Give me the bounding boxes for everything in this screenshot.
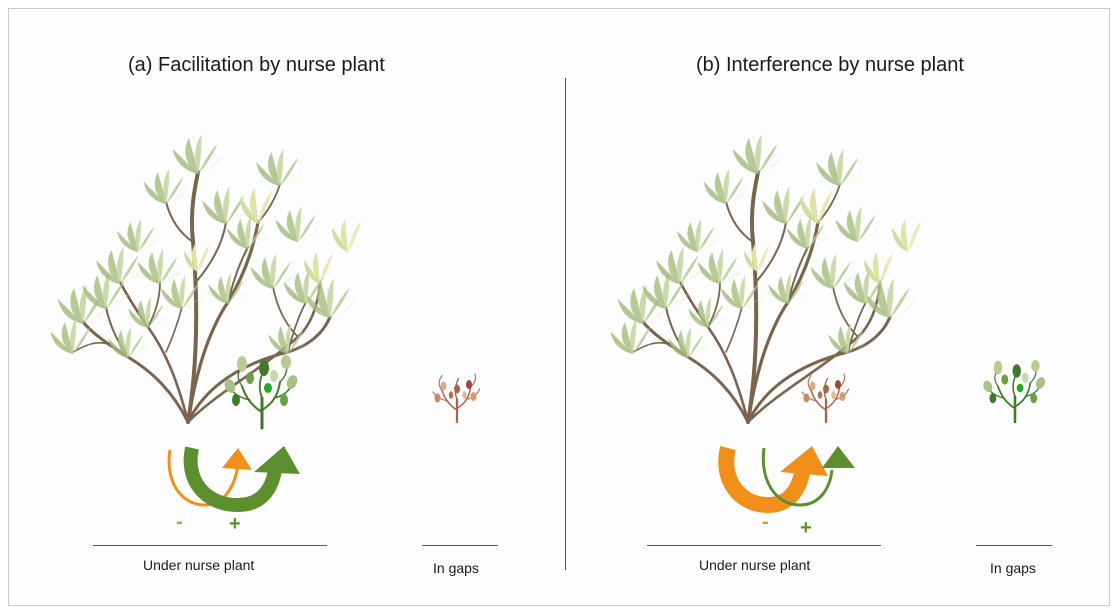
under-nurse-label-a: Under nurse plant xyxy=(143,557,254,573)
in-gaps-label-b: In gaps xyxy=(990,560,1036,576)
ground-line-under-b xyxy=(647,545,881,546)
ground-line-gap-b xyxy=(976,545,1052,546)
positive-effect-arrow-a xyxy=(191,446,300,505)
minus-sign-a: - xyxy=(176,511,183,533)
healthy-seedling-gap-b xyxy=(982,360,1047,422)
ground-line-gap-a xyxy=(422,545,498,546)
nurse-plant-b xyxy=(611,134,921,422)
stressed-seedling-gap-a xyxy=(433,374,480,422)
healthy-seedling-a xyxy=(223,355,299,428)
minus-sign-b: - xyxy=(762,511,769,533)
in-gaps-label-a: In gaps xyxy=(433,560,479,576)
under-nurse-label-b: Under nurse plant xyxy=(699,557,810,573)
stressed-seedling-b xyxy=(802,374,849,422)
nurse-plant-a xyxy=(51,134,361,422)
ground-line-under-a xyxy=(93,545,327,546)
plus-sign-a: + xyxy=(229,513,241,535)
plus-sign-b: + xyxy=(800,517,812,539)
